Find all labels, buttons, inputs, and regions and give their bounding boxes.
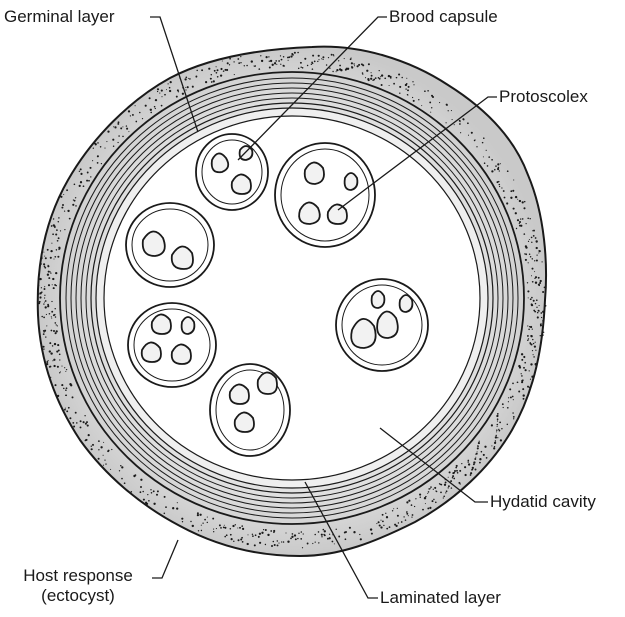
protoscolex [232,174,251,194]
leader-host-response [152,540,178,578]
brood-capsule [275,143,375,247]
label-protoscolex: Protoscolex [499,87,588,107]
protoscolex [377,311,398,338]
label-germinal-layer: Germinal layer [4,7,115,27]
brood-capsule [128,303,216,387]
label-brood-capsule: Brood capsule [389,7,498,27]
label-hydatid-cavity: Hydatid cavity [490,492,596,512]
protoscolex [235,412,254,432]
protoscolex [305,162,324,184]
brood-capsule [126,203,214,287]
protoscolex [345,173,358,190]
protoscolex [172,344,191,364]
protoscolex [152,314,171,334]
protoscolex [142,342,161,362]
protoscolex [328,204,347,224]
protoscolex [182,317,195,334]
protoscolex [143,231,165,256]
protoscolex [230,384,249,404]
protoscolex [400,295,413,312]
protoscolex [172,246,193,269]
brood-capsule [196,134,268,210]
brood-capsule [210,364,290,456]
protoscolex [372,291,385,308]
label-host-response-line2: (ectocyst) [6,586,150,606]
label-host-response-line1: Host response [6,566,150,586]
label-laminated-layer: Laminated layer [380,588,501,608]
brood-capsule [336,279,428,371]
protoscolex [299,202,320,224]
protoscolex [258,372,277,394]
label-host-response: Host response (ectocyst) [6,566,150,606]
